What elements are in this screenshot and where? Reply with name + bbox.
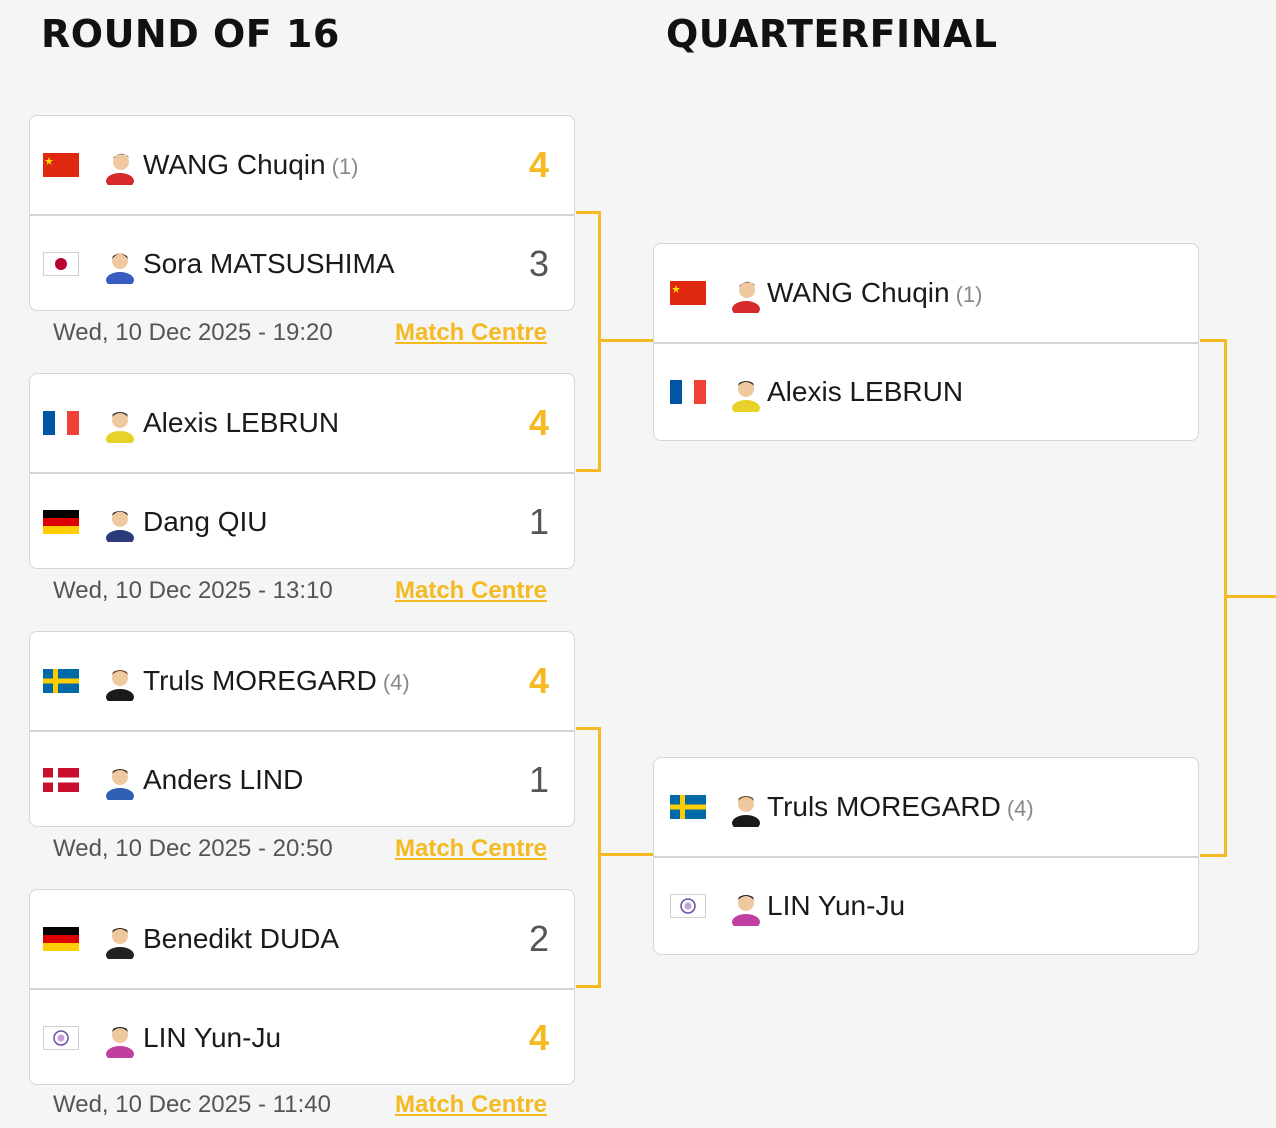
player-name[interactable]: Benedikt DUDA	[143, 923, 340, 954]
player-row[interactable]: Alexis LEBRUN 4	[30, 374, 574, 472]
match-datetime: Wed, 10 Dec 2025 - 19:20	[53, 319, 333, 346]
player-row[interactable]: Dang QIU 1	[30, 472, 574, 568]
player-row[interactable]: WANG Chuqin(1) 4	[30, 116, 574, 214]
player-name[interactable]: LIN Yun-Ju	[143, 1022, 282, 1053]
connector-line	[598, 727, 601, 988]
player-row[interactable]: Benedikt DUDA 2	[30, 890, 574, 988]
r16-match-card[interactable]: WANG Chuqin(1) 4 Sora MATSUSHIMA 3	[29, 115, 575, 311]
player-avatar-icon	[726, 886, 766, 930]
germany-flag-icon	[43, 927, 79, 951]
chinese-taipei-flag-icon	[43, 1026, 79, 1050]
round-of-16-title: ROUND OF 16	[41, 12, 340, 56]
player-avatar-icon	[100, 760, 140, 804]
connector-line	[576, 211, 601, 214]
match-datetime: Wed, 10 Dec 2025 - 20:50	[53, 835, 333, 862]
chinese-taipei-flag-icon	[670, 894, 706, 918]
japan-flag-icon	[43, 252, 79, 276]
sweden-flag-icon	[43, 669, 79, 693]
r16-match-card[interactable]: Truls MOREGARD(4) 4 Anders LIND 1	[29, 631, 575, 827]
player-row[interactable]: WANG Chuqin(1)	[654, 244, 1198, 342]
player-avatar-icon	[100, 919, 140, 963]
player-avatar-icon	[100, 403, 140, 447]
match-datetime: Wed, 10 Dec 2025 - 13:10	[53, 577, 333, 604]
player-name[interactable]: Anders LIND	[143, 764, 304, 795]
player-row[interactable]: Truls MOREGARD(4) 4	[30, 632, 574, 730]
player-row[interactable]: Truls MOREGARD(4)	[654, 758, 1198, 856]
score: 1	[528, 759, 549, 800]
match-datetime: Wed, 10 Dec 2025 - 11:40	[53, 1091, 331, 1118]
score: 4	[528, 144, 549, 185]
player-row[interactable]: Sora MATSUSHIMA 3	[30, 214, 574, 310]
china-flag-icon	[670, 281, 706, 305]
score: 4	[528, 1017, 549, 1058]
qf-match-card[interactable]: WANG Chuqin(1) Alexis LEBRUN	[653, 243, 1199, 441]
player-name[interactable]: Truls MOREGARD(4)	[767, 791, 1034, 822]
score: 1	[528, 501, 549, 542]
player-name[interactable]: Alexis LEBRUN	[767, 376, 964, 407]
denmark-flag-icon	[43, 768, 79, 792]
player-avatar-icon	[726, 273, 766, 317]
match-centre-link[interactable]: Match Centre	[395, 319, 548, 346]
r16-match-card[interactable]: Alexis LEBRUN 4 Dang QIU 1	[29, 373, 575, 569]
connector-line	[576, 985, 601, 988]
player-row[interactable]: Alexis LEBRUN	[654, 342, 1198, 440]
player-avatar-icon	[726, 372, 766, 416]
player-avatar-icon	[100, 145, 140, 189]
connector-line	[598, 339, 653, 342]
score: 3	[528, 243, 549, 284]
quarterfinal-title: QUARTERFINAL	[666, 12, 998, 56]
player-name[interactable]: Alexis LEBRUN	[143, 407, 340, 438]
player-avatar-icon	[100, 244, 140, 288]
player-avatar-icon	[100, 1018, 140, 1062]
connector-line	[598, 853, 653, 856]
player-row[interactable]: LIN Yun-Ju	[654, 856, 1198, 954]
connector-line	[1224, 339, 1227, 857]
sweden-flag-icon	[670, 795, 706, 819]
player-avatar-icon	[100, 661, 140, 705]
player-name[interactable]: WANG Chuqin(1)	[143, 149, 359, 180]
player-name[interactable]: WANG Chuqin(1)	[767, 277, 983, 308]
score: 4	[528, 402, 549, 443]
connector-line	[576, 727, 601, 730]
match-centre-link[interactable]: Match Centre	[395, 835, 548, 862]
connector-line	[1224, 595, 1276, 598]
connector-line	[1200, 339, 1227, 342]
connector-line	[1200, 854, 1227, 857]
r16-match-card[interactable]: Benedikt DUDA 2 LIN Yun-Ju 4	[29, 889, 575, 1085]
player-avatar-icon	[726, 787, 766, 831]
china-flag-icon	[43, 153, 79, 177]
match-centre-link[interactable]: Match Centre	[395, 577, 548, 604]
player-avatar-icon	[100, 502, 140, 546]
score: 4	[528, 660, 549, 701]
france-flag-icon	[43, 411, 79, 435]
connector-line	[576, 469, 601, 472]
player-name[interactable]: LIN Yun-Ju	[767, 890, 906, 921]
france-flag-icon	[670, 380, 706, 404]
match-centre-link[interactable]: Match Centre	[395, 1091, 548, 1118]
player-name[interactable]: Dang QIU	[143, 506, 268, 537]
qf-match-card[interactable]: Truls MOREGARD(4) LIN Yun-Ju	[653, 757, 1199, 955]
player-name[interactable]: Truls MOREGARD(4)	[143, 665, 410, 696]
score: 2	[528, 918, 549, 959]
player-row[interactable]: Anders LIND 1	[30, 730, 574, 826]
player-row[interactable]: LIN Yun-Ju 4	[30, 988, 574, 1084]
player-name[interactable]: Sora MATSUSHIMA	[143, 248, 395, 279]
germany-flag-icon	[43, 510, 79, 534]
